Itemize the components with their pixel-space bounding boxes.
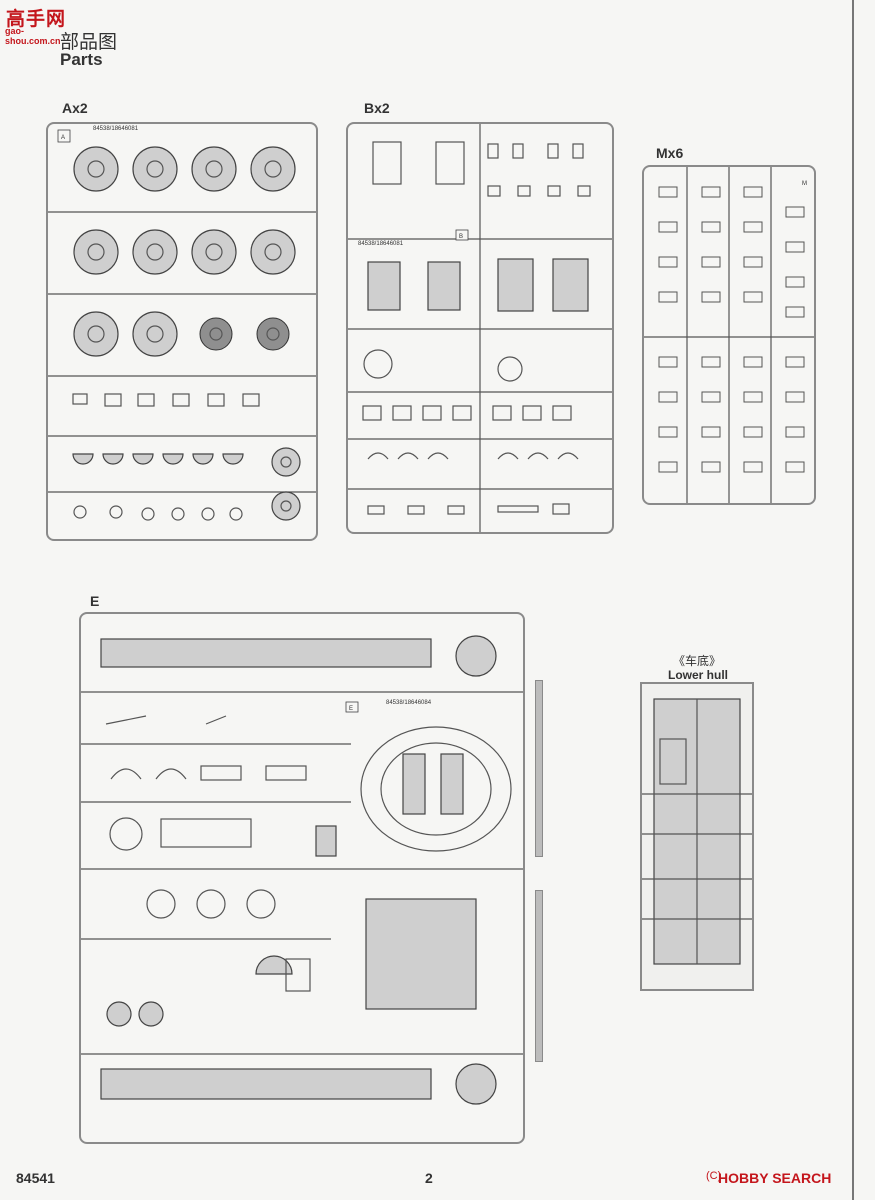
page-edge-line: [852, 0, 854, 1200]
sprue-b-letter: B: [459, 234, 463, 240]
source-watermark: HOBBY SEARCH: [718, 1170, 832, 1186]
sprue-m-parts: M: [644, 167, 814, 503]
sprue-e-parts: E 84538/18646084: [81, 635, 523, 1105]
sprue-e-letter: E: [349, 706, 353, 712]
sprue-b-label: Bx2: [364, 100, 390, 116]
copyright-mark: (C): [706, 1170, 722, 1182]
sprue-e-frame: E 84538/18646084: [79, 612, 525, 1144]
sprue-a-letter: A: [61, 135, 65, 141]
page-title-en: Parts: [60, 50, 103, 69]
side-sprue-bar-top: [535, 680, 543, 857]
lower-hull-title-zh: 《车底》: [673, 654, 722, 668]
page-number: 2: [425, 1170, 433, 1186]
sprue-a-parts: A 84538/18646081: [48, 126, 316, 521]
lower-hull-drawing: [640, 682, 754, 991]
side-sprue-bar-bottom: [535, 890, 543, 1062]
lower-hull-parts: [642, 698, 752, 965]
sprue-b-code: 84538/18646081: [358, 241, 404, 247]
sprue-m-frame: M: [642, 165, 816, 505]
product-code: 84541: [16, 1170, 55, 1186]
watermark-zh: 高手网: [6, 8, 67, 30]
sprue-m-label: Mx6: [656, 145, 684, 161]
sprue-e-code: 84538/18646084: [386, 700, 432, 706]
lower-hull-title-en: Lower hull: [668, 668, 728, 682]
sprue-b-frame: B 84538/18646081: [346, 122, 614, 534]
sprue-m-letter: M: [802, 181, 807, 187]
sprue-a-code: 84538/18646081: [93, 126, 139, 132]
sprue-a-label: Ax2: [62, 100, 88, 116]
sprue-b-parts: B 84538/18646081: [348, 124, 612, 532]
watermark-url: gao-shou.com.cn: [5, 26, 61, 46]
page-title-zh: 部品图: [60, 31, 118, 53]
watermark-logo: 高手网 gao-shou.com.cn: [4, 4, 76, 46]
sprue-e-label: E: [90, 593, 100, 609]
sprue-a-frame: A 84538/18646081: [46, 122, 318, 541]
